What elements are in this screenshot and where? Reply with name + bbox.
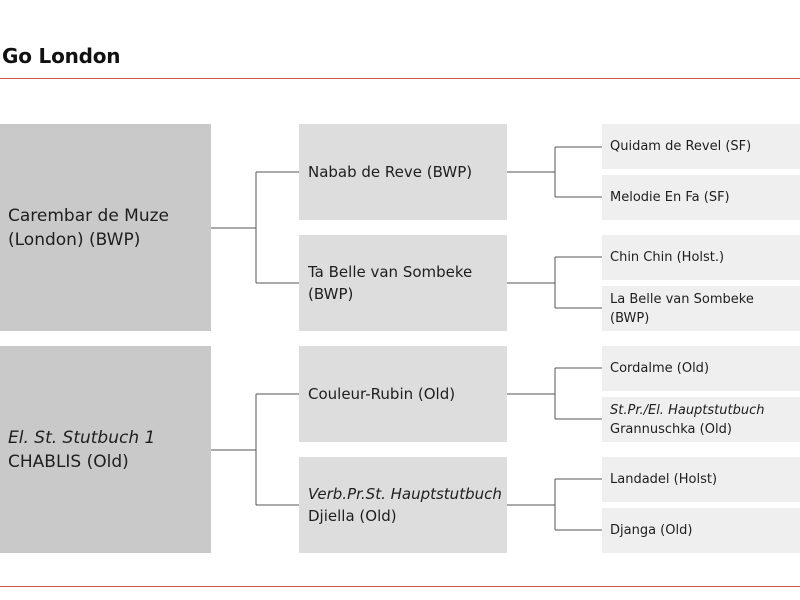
dsd-box: St.Pr./El. Hauptstutbuch Grannuschka (Ol… <box>602 397 800 442</box>
dam-dam-name: Djiella (Old) <box>308 507 397 525</box>
ddd-box: Djanga (Old) <box>602 508 800 553</box>
page-title: Go London <box>2 44 121 68</box>
sire-dam-dam-name: La Belle van Sombeke (BWP) <box>610 291 754 326</box>
dam-sire-dam-prefix: St.Pr./El. Hauptstutbuch <box>610 402 765 418</box>
dam-prefix: El. St. Stutbuch 1 <box>8 427 156 448</box>
dam-dam-dam-name: Djanga (Old) <box>610 523 693 538</box>
sire-dam-box: Ta Belle van Sombeke (BWP) <box>299 235 507 331</box>
sss-box: Quidam de Revel (SF) <box>602 124 800 169</box>
dam-sire-name: Couleur-Rubin (Old) <box>308 385 456 403</box>
dam-name: CHABLIS (Old) <box>8 451 129 472</box>
dam-dam-box: Verb.Pr.St. Hauptstutbuch Djiella (Old) <box>299 457 507 553</box>
sire-sire-dam-name: Melodie En Fa (SF) <box>610 190 730 205</box>
sire-sire-box: Nabab de Reve (BWP) <box>299 124 507 220</box>
sire-name: Carembar de Muze (London) (BWP) <box>8 205 170 250</box>
dds-box: Landadel (Holst) <box>602 457 800 502</box>
sire-dam-name: Ta Belle van Sombeke (BWP) <box>308 263 473 303</box>
sds-box: Chin Chin (Holst.) <box>602 235 800 280</box>
sire-box: Carembar de Muze (London) (BWP) <box>0 124 211 331</box>
dam-box: El. St. Stutbuch 1 CHABLIS (Old) <box>0 346 211 553</box>
dam-sire-dam-name: Grannuschka (Old) <box>610 421 732 437</box>
footer-divider <box>0 586 800 587</box>
sire-sire-name: Nabab de Reve (BWP) <box>308 163 473 181</box>
sdd-box: La Belle van Sombeke (BWP) <box>602 286 800 331</box>
dam-dam-sire-name: Landadel (Holst) <box>610 472 718 487</box>
dam-sire-box: Couleur-Rubin (Old) <box>299 346 507 442</box>
dam-sire-sire-name: Cordalme (Old) <box>610 361 710 376</box>
sire-dam-sire-name: Chin Chin (Holst.) <box>610 250 725 265</box>
ssd-box: Melodie En Fa (SF) <box>602 175 800 220</box>
dam-dam-prefix: Verb.Pr.St. Hauptstutbuch <box>308 485 502 503</box>
title-divider <box>0 78 800 79</box>
dss-box: Cordalme (Old) <box>602 346 800 391</box>
sire-sire-sire-name: Quidam de Revel (SF) <box>610 139 752 154</box>
